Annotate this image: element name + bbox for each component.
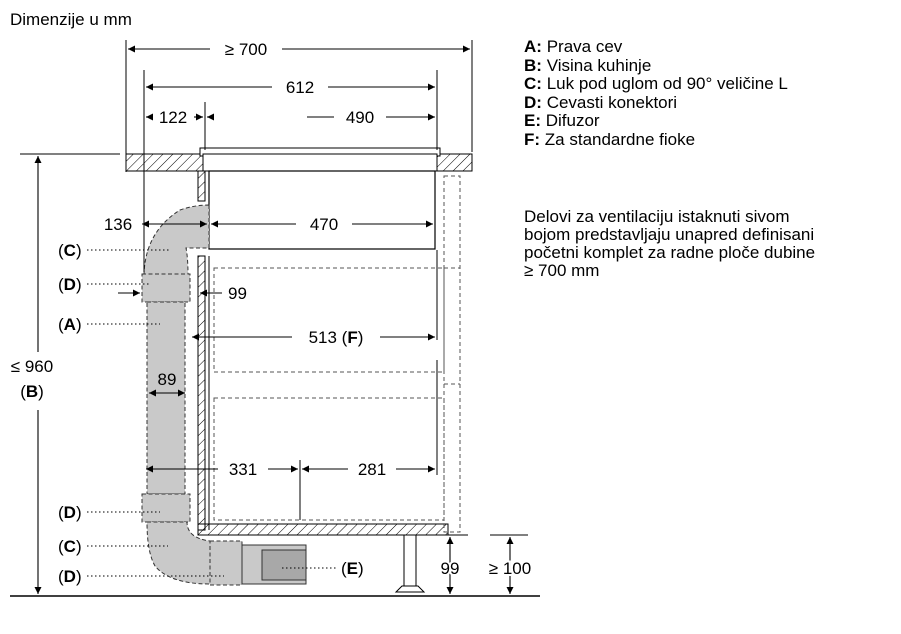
label-e: (E)	[341, 559, 364, 578]
cooktop-body	[208, 170, 436, 250]
note-line: Delovi za ventilaciju istaknuti sivom	[524, 207, 790, 226]
dim-513: 513 (F)	[309, 328, 364, 347]
note-line: ≥ 700 mm	[524, 261, 600, 280]
legend-item-e: E: Difuzor	[524, 111, 600, 130]
label-d-bottom: (D)	[58, 567, 82, 586]
legend-item-a: A: Prava cev	[524, 37, 623, 56]
legend: A: Prava cev B: Visina kuhinje C: Luk po…	[524, 37, 894, 149]
legend-item-c: C: Luk pod uglom od 90° veličine L	[524, 74, 788, 93]
dim-960: ≤ 960	[11, 357, 53, 376]
note-line: početni komplet za radne ploče dubine	[524, 243, 816, 262]
legend-item-d: D: Cevasti konektori	[524, 92, 678, 112]
dim-331: 331	[229, 460, 257, 479]
dim-99-duct: 99	[228, 284, 247, 303]
ventilation-duct	[141, 204, 307, 586]
cabinet-bottom	[197, 523, 449, 536]
diagram-title: Dimenzije u mm	[10, 10, 132, 29]
label-d-top: (D)	[58, 275, 82, 294]
dim-470: 470	[310, 215, 338, 234]
label-a: (A)	[58, 315, 82, 334]
dim-612: 612	[286, 78, 314, 97]
label-d-middle: (D)	[58, 503, 82, 522]
starter-kit-note: Delovi za ventilaciju istaknuti sivom bo…	[524, 208, 894, 280]
dim-490: 490	[346, 108, 374, 127]
legend-item-f: F: Za standardne fioke	[524, 129, 696, 149]
note-line: bojom predstavljaju unapred definisani	[524, 225, 815, 244]
worktop	[125, 147, 473, 172]
dim-700: ≥ 700	[225, 40, 267, 59]
dim-136: 136	[104, 215, 132, 234]
legend-item-b: B: Visina kuhinje	[524, 55, 652, 75]
dim-99-plinth: 99	[441, 559, 460, 578]
extension-lines	[20, 40, 528, 536]
drawers	[213, 175, 461, 533]
leader-lines	[87, 249, 338, 577]
dim-100: ≥ 100	[489, 559, 531, 578]
dim-122: 122	[159, 108, 187, 127]
plinth-foot	[394, 534, 426, 593]
label-b: (B)	[20, 382, 44, 401]
label-c-top: (C)	[58, 241, 82, 260]
dim-89: 89	[158, 370, 177, 389]
dimension-lines	[34, 45, 514, 594]
dim-281: 281	[358, 460, 386, 479]
label-c-bottom: (C)	[58, 537, 82, 556]
